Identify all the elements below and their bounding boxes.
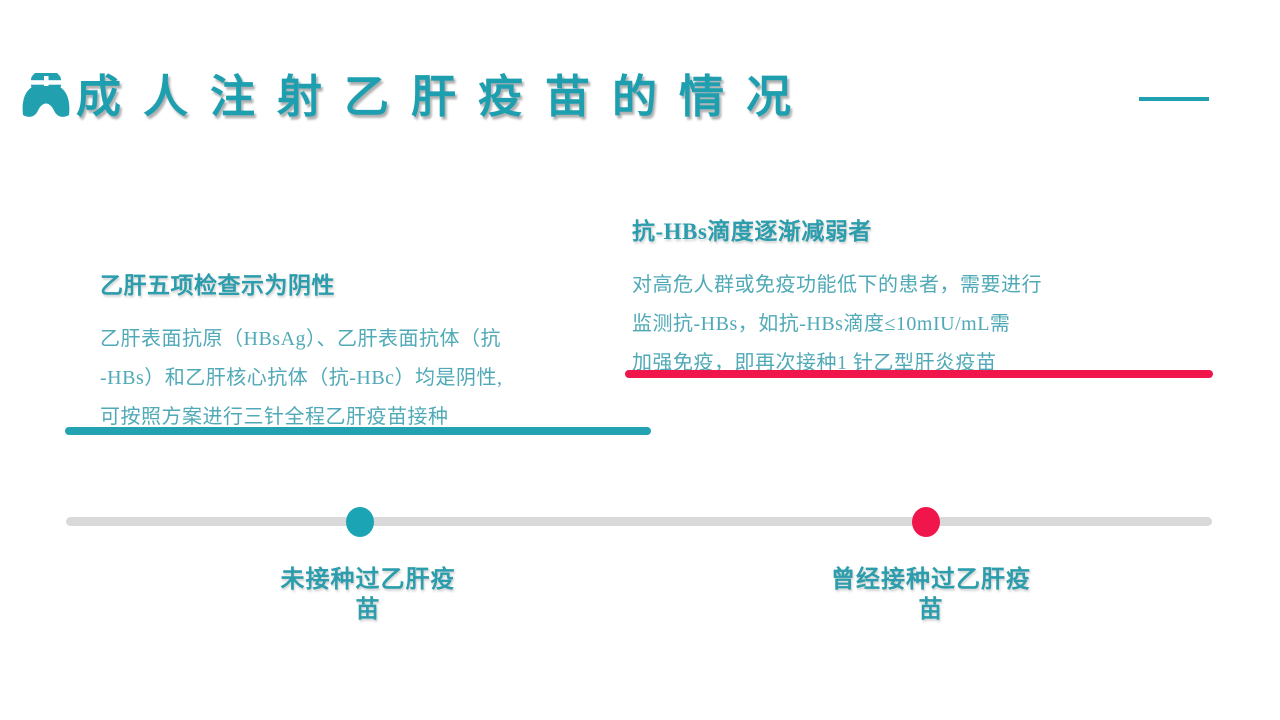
slide-title: 成人注射乙肝疫苗的情况 (76, 72, 814, 122)
section-body: 乙肝表面抗原（HBsAg）、乙肝表面抗体（抗 -HBs）和乙肝核心抗体（抗-HB… (100, 328, 503, 428)
section-heading: 抗-HBs滴度逐渐减弱者 (632, 219, 872, 244)
title-dash-decoration (1139, 97, 1209, 101)
section-underline-bar (65, 427, 651, 435)
timeline-dot-right (912, 507, 940, 537)
timeline-label-left: 未接种过乙肝疫 苗 (280, 567, 456, 623)
timeline-track (66, 517, 1212, 526)
section-body: 对高危人群或免疫功能低下的患者，需要进行 监测抗-HBs，如抗-HBs滴度≤10… (632, 274, 1042, 374)
section-heading: 乙肝五项检查示为阴性 (100, 273, 335, 298)
nurse-icon (20, 72, 72, 118)
timeline-label-right: 曾经接种过乙肝疫 苗 (831, 567, 1031, 623)
timeline-dot-left (346, 507, 374, 537)
section-underline-bar (625, 370, 1213, 378)
